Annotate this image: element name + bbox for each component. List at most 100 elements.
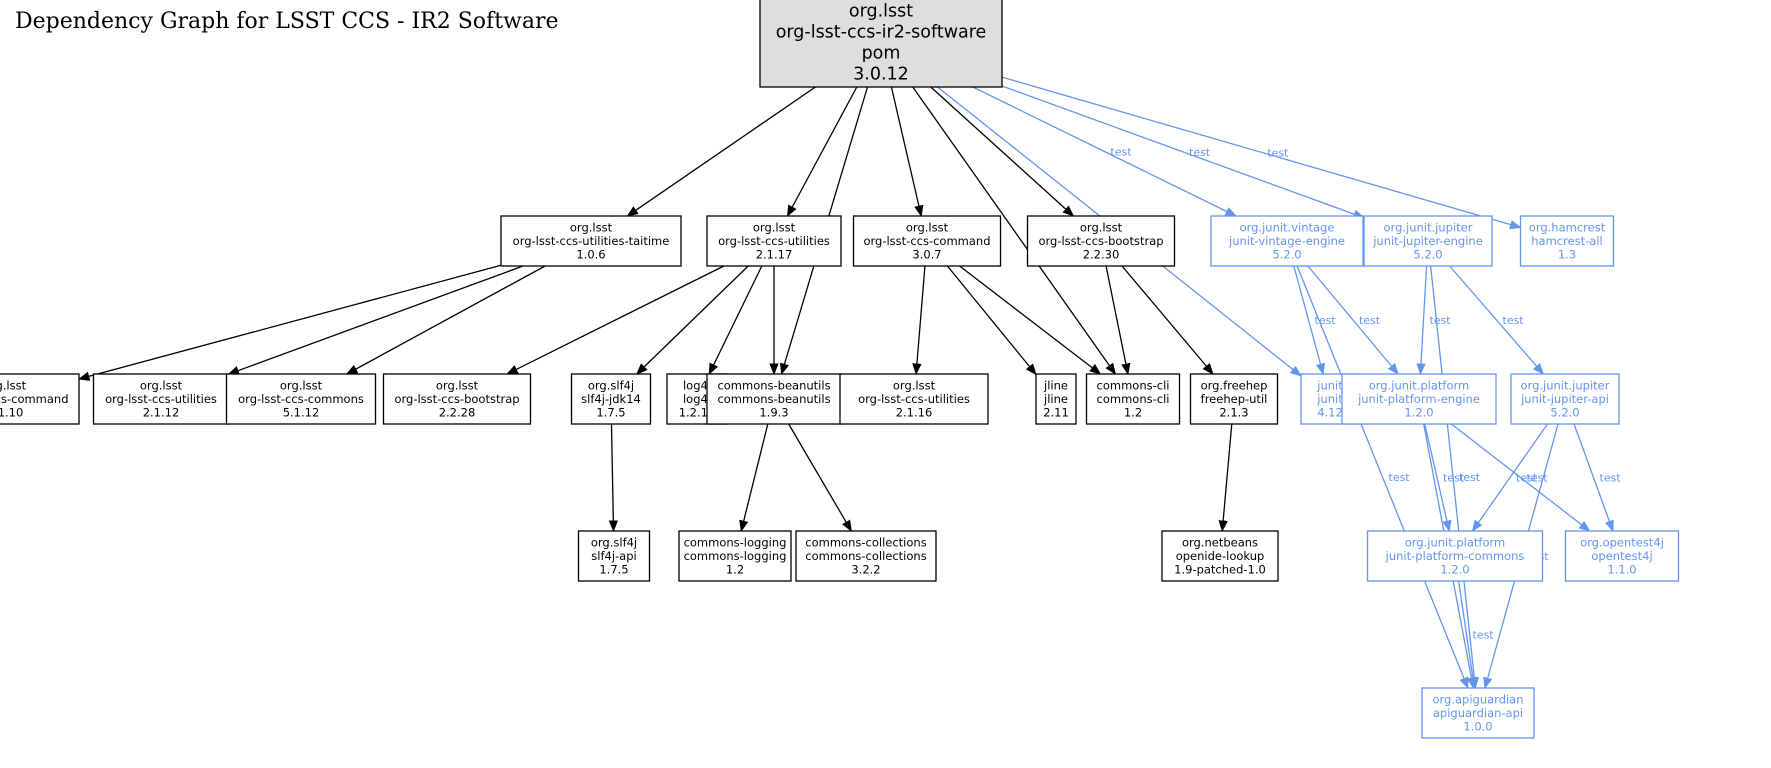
edge-utilities17-to-slf4jjdk	[635, 265, 749, 375]
node-label-line: openide-lookup	[1176, 549, 1265, 563]
node-label-line: 2.1.16	[896, 405, 933, 419]
node-label-line: org-lsst-ccs-command	[0, 392, 69, 406]
node-label-line: 3.2.2	[851, 562, 880, 576]
node-label-line: 1.9.3	[759, 405, 788, 419]
node-label-line: org.lsst	[753, 220, 796, 234]
edge-slf4jjdk-to-slf4japi	[608, 423, 619, 533]
node-label-line: org-lsst-ccs-utilities	[858, 392, 970, 406]
node-box	[1210, 215, 1364, 267]
node-label-line: 5.2.0	[1413, 247, 1442, 261]
node-label-line: opentest4j	[1591, 549, 1652, 563]
node-label-line: 1.9-patched-1.0	[1174, 562, 1266, 576]
node-label-line: 5.2.0	[1272, 247, 1301, 261]
edge-root-to-command307	[890, 86, 924, 218]
node-label-line: 2.11	[1043, 405, 1069, 419]
node-label-line: commons-beanutils	[717, 378, 830, 392]
node-label-line: 1.3	[1558, 247, 1576, 261]
node-label-line: org-lsst-ccs-bootstrap	[1038, 234, 1163, 248]
node-label-line: org.netbeans	[1182, 535, 1258, 549]
edge-label-vintage-to-platengine: test	[1359, 314, 1381, 327]
node-taitime[interactable]: org.lsstorg-lsst-ccs-utilities-taitime1.…	[500, 215, 682, 267]
node-label-line: 1.0.0	[1463, 719, 1492, 733]
edge-label-jupapi-to-opentest4j: test	[1600, 472, 1622, 485]
graph-title: Dependency Graph for LSST CCS - IR2 Soft…	[15, 9, 559, 34]
node-label-line: 3.0.12	[853, 64, 909, 84]
node-jupengine[interactable]: org.junit.jupiterjunit-jupiter-engine5.2…	[1363, 215, 1493, 267]
edge-platengine-to-platcommons	[1424, 423, 1452, 533]
node-label-line: org.freehep	[1201, 378, 1268, 392]
node-platengine[interactable]: org.junit.platformjunit-platform-engine1…	[1341, 373, 1497, 425]
node-label-line: junit	[1316, 392, 1343, 406]
node-label-line: org.lsst	[0, 378, 27, 392]
node-box	[1564, 530, 1680, 582]
node-openide[interactable]: org.netbeansopenide-lookup1.9-patched-1.…	[1161, 530, 1279, 582]
node-label-line: pom	[862, 43, 901, 63]
node-label-line: org.slf4j	[591, 535, 637, 549]
node-label-line: 1.2.0	[1440, 562, 1469, 576]
edge-label-jupapi-to-platcommons: test	[1516, 472, 1538, 485]
node-label-line: org.junit.jupiter	[1384, 220, 1473, 234]
node-label-line: org-lsst-ccs-utilities	[105, 392, 217, 406]
node-label-line: org.lsst	[436, 378, 479, 392]
edge-beanutils-to-logging	[739, 423, 769, 533]
node-box	[839, 373, 989, 425]
node-label-line: org.opentest4j	[1580, 535, 1664, 549]
node-label-line: org-lsst-ccs-ir2-software	[776, 22, 987, 42]
node-label-line: commons-beanutils	[717, 392, 830, 406]
edge-platcommons-to-apiguardian	[1458, 580, 1478, 690]
node-label-line: commons-logging	[684, 549, 787, 563]
node-label-line: commons-collections	[805, 549, 926, 563]
node-label-line: org.junit.platform	[1405, 535, 1506, 549]
node-label-line: junit-platform-commons	[1385, 549, 1525, 563]
edge-jupengine-to-platengine	[1416, 265, 1428, 376]
node-box	[382, 373, 532, 425]
node-label-line: org.slf4j	[588, 378, 634, 392]
node-vintage[interactable]: org.junit.vintagejunit-vintage-engine5.2…	[1210, 215, 1364, 267]
edge-label-platengine-to-platcommons: test	[1443, 472, 1465, 485]
node-collections[interactable]: commons-collectionscommons-collections3.…	[795, 530, 937, 582]
node-label-line: 2.1.17	[756, 247, 793, 261]
edge-taitime-to-commons	[345, 265, 546, 375]
node-label-line: 1.1.0	[1607, 562, 1636, 576]
node-root[interactable]: org.lsstorg-lsst-ccs-ir2-softwarepom3.0.…	[759, 0, 1003, 88]
node-box	[795, 530, 937, 582]
node-box	[1510, 373, 1620, 425]
node-platcommons[interactable]: org.junit.platformjunit-platform-commons…	[1366, 530, 1544, 582]
node-label-line: 1.0.6	[576, 247, 605, 261]
edge-jupengine-to-apiguardian	[1430, 265, 1479, 690]
edge-root-to-hamcrest	[1001, 76, 1522, 230]
edge-label-jupengine-to-apiguardian: test	[1459, 471, 1481, 484]
node-box	[706, 215, 842, 267]
node-label-line: 5.1.12	[283, 405, 320, 419]
edge-root-to-cli	[912, 86, 1117, 375]
node-label-line: junit-jupiter-engine	[1372, 234, 1483, 248]
edge-label-jupengine-to-jupapi: test	[1503, 314, 1525, 327]
node-label-line: org.lsst	[849, 1, 913, 21]
node-label-line: commons-collections	[805, 535, 926, 549]
node-label-line: 1.2.17	[679, 405, 716, 419]
node-label-line: org.lsst	[280, 378, 323, 392]
node-label-line: 1.7.5	[596, 405, 625, 419]
nodes-layer: org.lsstorg-lsst-ccs-ir2-softwarepom3.0.…	[0, 0, 1680, 739]
edge-root-to-bootstrap	[930, 86, 1075, 217]
